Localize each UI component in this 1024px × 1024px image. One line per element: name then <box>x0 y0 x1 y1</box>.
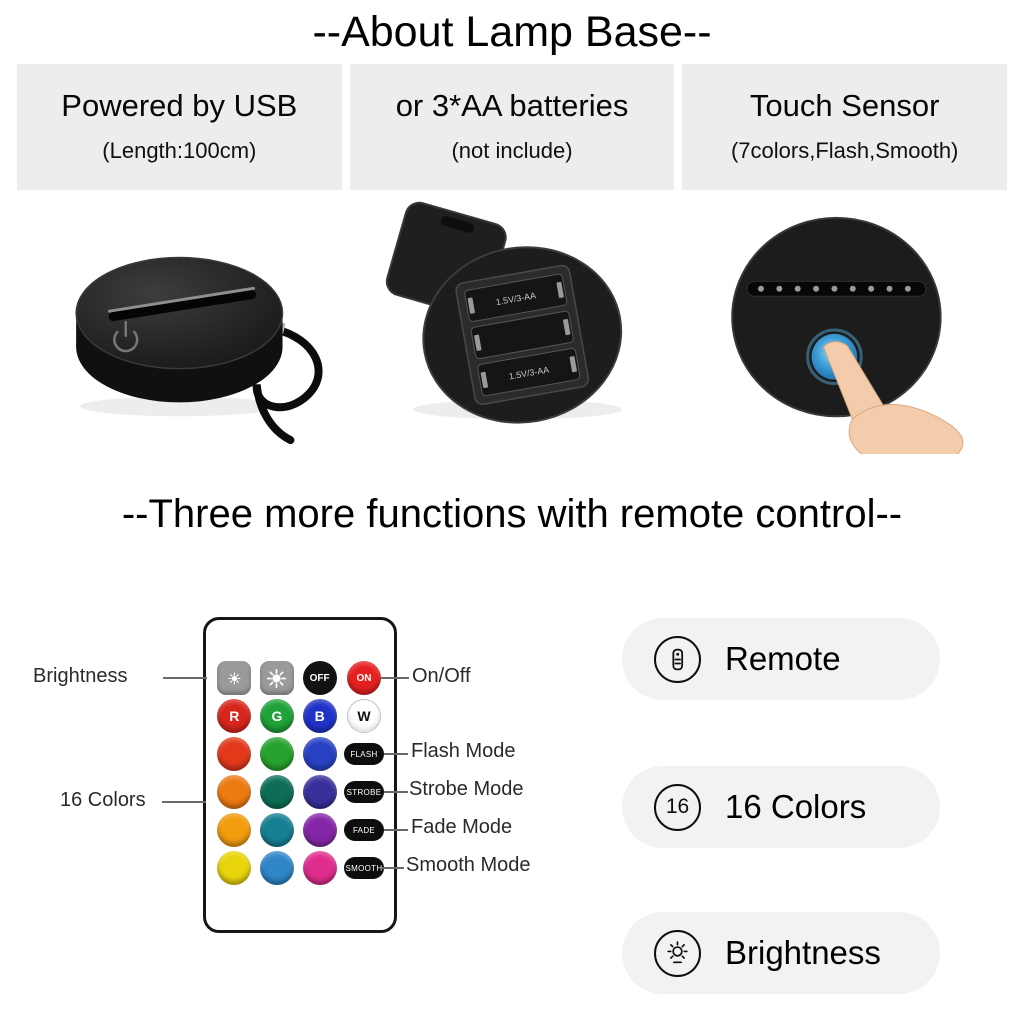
battery-base-photo: 1.5V/3-AA 1.5V/3-AA <box>350 196 675 454</box>
color-button <box>217 775 252 809</box>
feature-label: Brightness <box>725 934 881 971</box>
red-button: R <box>217 699 252 733</box>
page-title: --About Lamp Base-- <box>312 8 712 56</box>
fade-button: FADE <box>344 819 384 841</box>
off-button: OFF <box>302 661 337 695</box>
color-button <box>302 813 337 847</box>
callout-line <box>382 867 404 869</box>
feature-remote: Remote <box>622 618 940 700</box>
panel-heading: Touch Sensor <box>749 88 940 123</box>
16-colors-icon: 16 <box>654 783 701 831</box>
callout-line <box>384 829 408 831</box>
strobe-button: STROBE <box>344 781 384 803</box>
panel-header: Touch Sensor (7colors,Flash,Smooth) <box>682 64 1008 190</box>
16-badge-text: 16 <box>665 795 690 818</box>
brightness-up-button <box>259 661 294 695</box>
panel-touch-sensor: Touch Sensor (7colors,Flash,Smooth) <box>682 64 1008 454</box>
panel-battery-power: or 3*AA batteries (not include) <box>349 64 675 454</box>
panel-subheading: (not include) <box>451 138 573 163</box>
sun-bright-icon <box>267 668 287 688</box>
smooth-callout-label: Smooth Mode <box>406 854 531 876</box>
feature-label: 16 Colors <box>725 788 867 825</box>
feature-16-colors: 16 16 Colors <box>622 766 940 848</box>
functions-title: --Three more functions with remote contr… <box>121 492 903 536</box>
color-button <box>302 737 337 771</box>
flash-button: FLASH <box>344 743 384 765</box>
lamp-base-panels: Powered by USB (Length:100cm) <box>17 64 1008 454</box>
on-button: ON <box>347 661 381 695</box>
acrylic-slot <box>107 286 257 322</box>
usb-lamp-base-photo <box>17 196 342 454</box>
callout-line <box>384 753 408 755</box>
callout-line <box>163 677 207 679</box>
sun-dim-icon <box>228 671 241 685</box>
brightness-callout-label: Brightness <box>33 665 128 687</box>
feature-label: Remote <box>725 640 841 677</box>
brightness-icon <box>654 929 701 977</box>
color-button <box>302 775 337 809</box>
color-button <box>259 813 294 847</box>
finger <box>823 341 964 454</box>
remote-icon <box>654 635 701 683</box>
brightness-down-button <box>217 661 252 695</box>
blue-button: B <box>302 699 337 733</box>
callout-line <box>162 801 206 803</box>
smooth-button: SMOOTH <box>344 857 384 879</box>
power-icon <box>113 320 139 353</box>
panel-heading: Powered by USB <box>61 88 298 123</box>
remote-control: OFF ON R G B W FLASH STROBE FADE SMOOTH <box>203 617 397 933</box>
usb-lamp-base-illustration <box>75 256 323 445</box>
color-button <box>259 737 294 771</box>
color-button <box>259 775 294 809</box>
panel-usb-power: Powered by USB (Length:100cm) <box>17 64 342 454</box>
panel-header: Powered by USB (Length:100cm) <box>17 64 342 190</box>
color-button <box>217 737 252 771</box>
callout-line <box>381 677 409 679</box>
callout-line <box>384 791 408 793</box>
color-button <box>259 851 294 885</box>
touch-sensor-photo <box>682 196 1007 454</box>
panel-heading: or 3*AA batteries <box>395 88 629 123</box>
led-strip <box>746 280 927 297</box>
panel-header: or 3*AA batteries (not include) <box>349 64 675 190</box>
color-button <box>217 813 252 847</box>
strobe-callout-label: Strobe Mode <box>409 778 524 800</box>
touch-sensor-illustration <box>731 216 964 454</box>
color-button <box>302 851 337 885</box>
usb-cable <box>252 325 323 445</box>
16-colors-callout-label: 16 Colors <box>60 789 146 811</box>
flash-callout-label: Flash Mode <box>411 740 516 762</box>
panel-subheading: (Length:100cm) <box>102 138 257 163</box>
on-off-callout-label: On/Off <box>412 665 471 687</box>
fade-callout-label: Fade Mode <box>411 816 513 838</box>
panel-subheading: (7colors,Flash,Smooth) <box>730 138 959 163</box>
color-button <box>217 851 252 885</box>
white-button: W <box>347 699 381 733</box>
feature-brightness: Brightness <box>622 912 940 994</box>
green-button: G <box>259 699 294 733</box>
battery-base-illustration: 1.5V/3-AA 1.5V/3-AA <box>385 201 622 424</box>
